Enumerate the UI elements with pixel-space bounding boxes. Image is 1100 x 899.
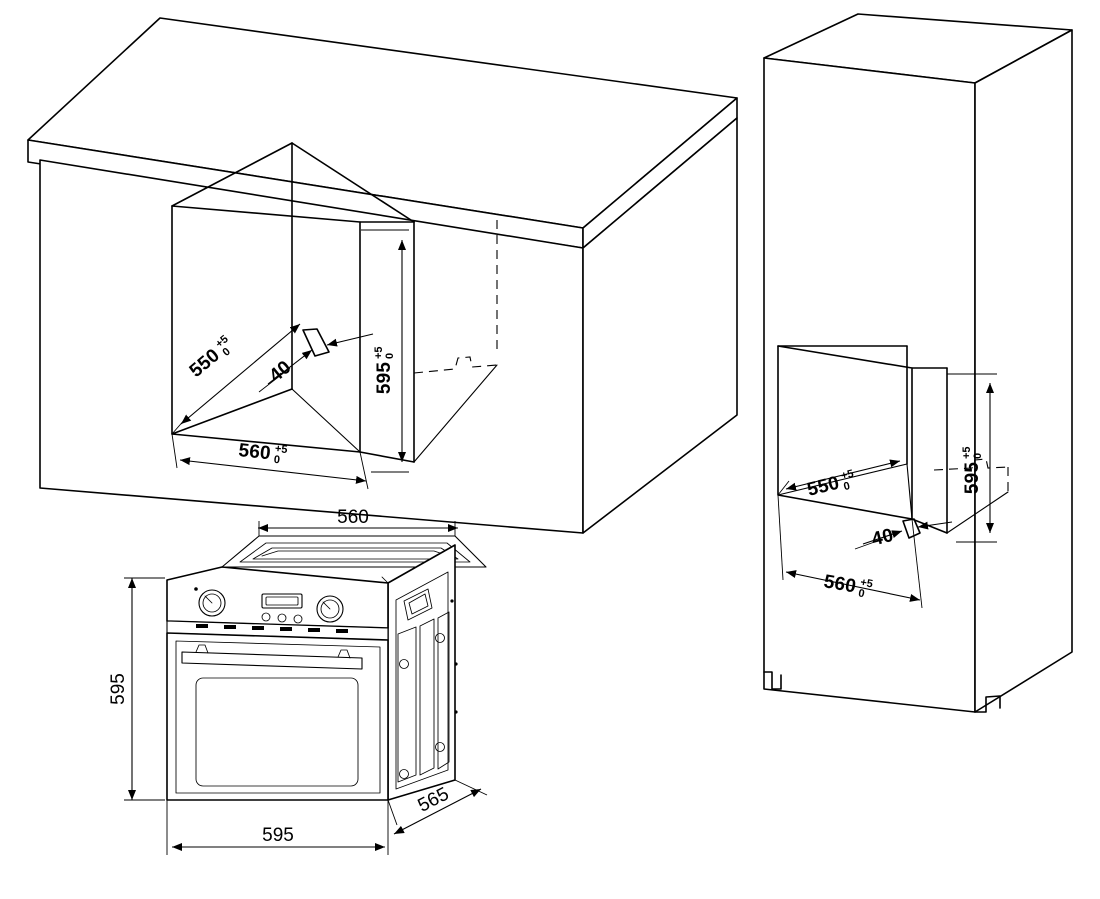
extension-line-oven-depth-a: [387, 799, 398, 826]
control-knob-left-inner: [202, 593, 222, 613]
niche-top-inner-edge: [291, 142, 415, 223]
hidden-line-back-floor: [413, 356, 498, 374]
housing-niche-floor-diagonal: [946, 491, 1009, 534]
dimension-tol-upper-housing-550: +5: [840, 468, 855, 483]
side-screw-2: [399, 769, 409, 779]
dimension-tol-lower-595: 0: [384, 353, 396, 359]
housing-gap-block: [902, 518, 921, 539]
housing-plinth-right: [974, 695, 1001, 713]
niche-floor-back-diagonal: [413, 364, 498, 463]
door-handle-post-right: [337, 649, 351, 659]
housing-niche-floor-receding: [906, 463, 913, 520]
control-knob-right-inner: [320, 599, 340, 619]
view-tall-housing-unit: 550 +5 0 40 595 +5 0: [763, 13, 1073, 713]
dimension-line-550: [180, 323, 301, 425]
dimension-line-40-right: [326, 333, 374, 347]
side-screw-4: [435, 742, 445, 752]
oven-top-recess-inner: [252, 547, 459, 560]
panel-button-2: [277, 613, 287, 623]
extension-line-oven-depth-b: [454, 779, 488, 796]
dimension-595-height-under-counter: 595 +5 0: [361, 229, 409, 473]
niche-left-wall: [171, 142, 293, 207]
dimension-tol-upper-housing-560: +5: [859, 577, 873, 591]
dimension-line-oven-depth: [393, 788, 482, 835]
extension-line-oven-depth-c: [387, 779, 456, 801]
door-window: [195, 677, 359, 787]
dimension-tol-upper-560: +5: [274, 443, 288, 456]
extension-line-housing-40: [854, 539, 881, 550]
dimension-line-housing-40: [862, 530, 903, 545]
extension-line-housing-560-right: [911, 518, 923, 609]
dimension-tol-lower-housing-595: 0: [972, 453, 984, 459]
gap-block-outline: [302, 328, 330, 357]
dimension-value-560: 560: [237, 440, 271, 464]
dimension-value-595: 595: [374, 362, 395, 395]
side-pinhole-2: [454, 662, 458, 666]
vent-slot-2: [419, 618, 435, 776]
oven-side-panel-inner-frame: [395, 571, 449, 790]
dimension-value-oven-560: 560: [337, 507, 369, 528]
digital-display-screen: [265, 596, 299, 606]
dimension-595-height-housing: 595 +5 0: [947, 373, 997, 543]
housing-front-face: [763, 57, 976, 713]
dimension-560-oven-top: 560: [258, 507, 458, 536]
door-handle: [181, 651, 363, 670]
door-handle-post-left: [195, 644, 209, 654]
extension-line-550-a: [171, 417, 187, 435]
housing-niche-floor-right: [911, 518, 948, 534]
extension-line-560-left: [171, 433, 178, 469]
dimension-value-housing-40: 40: [870, 525, 896, 551]
dimension-value-oven-width: 595: [262, 825, 294, 846]
panel-button-1: [261, 612, 271, 622]
dimension-tol-lower-560: 0: [273, 454, 280, 467]
dimension-tol-lower-housing-560: 0: [857, 587, 865, 600]
dimension-595-oven-width: 595: [166, 800, 389, 855]
cabinet-right-face: [582, 117, 738, 534]
indicator-lamp: [194, 587, 198, 591]
extension-line-housing-550: [777, 480, 790, 496]
dimension-line-housing-560: [785, 570, 921, 602]
control-knob-right-pointer: [322, 601, 331, 610]
extension-line-40: [258, 367, 291, 393]
housing-right-face: [974, 29, 1073, 713]
panel-button-3: [293, 614, 303, 624]
side-pinhole-3: [454, 710, 458, 714]
gap-strip-marks: [196, 624, 348, 633]
oven-door-inner-edge: [175, 640, 381, 794]
dimension-tol-lower-housing-550: 0: [842, 480, 851, 493]
oven-top-recess-outer: [239, 542, 471, 563]
dimension-tol-upper-595: +5: [373, 346, 385, 359]
dimension-line-40: [267, 349, 313, 385]
dimension-tol-upper-housing-595: +5: [961, 446, 973, 459]
dimension-595-oven-height: 595: [108, 577, 165, 801]
dimension-line-housing-550: [785, 459, 901, 491]
view-under-counter-cabinet: 550 +5 0 40 595 +5 0: [27, 17, 738, 534]
vent-slot-1: [397, 626, 417, 783]
dimension-40-gap-housing: 40: [854, 518, 953, 551]
vent-slot-3: [437, 611, 450, 770]
oven-side-plate-inner: [408, 593, 429, 615]
dimension-line-housing-40-right: [917, 521, 953, 530]
digital-display: [261, 593, 303, 609]
oven-fascia-top-bevel: [166, 566, 389, 584]
extension-line-560-right: [359, 451, 369, 490]
control-knob-left-pointer: [204, 595, 213, 604]
side-screw-1: [399, 659, 409, 669]
dimension-value-oven-height: 595: [108, 673, 129, 705]
niche-floor-receding-edge: [291, 388, 361, 453]
extension-line-housing-560-left: [777, 494, 784, 581]
side-pinhole-1: [450, 599, 454, 603]
housing-plinth-left: [763, 671, 782, 690]
dimension-560-width-under-counter: 560 +5 0: [171, 433, 369, 490]
dimension-value-housing-595: 595: [962, 462, 983, 495]
side-screw-3: [435, 633, 445, 643]
oven-side-plate: [403, 588, 433, 621]
dimension-line-560: [179, 457, 367, 484]
housing-hidden-back-floor: [933, 458, 1009, 471]
